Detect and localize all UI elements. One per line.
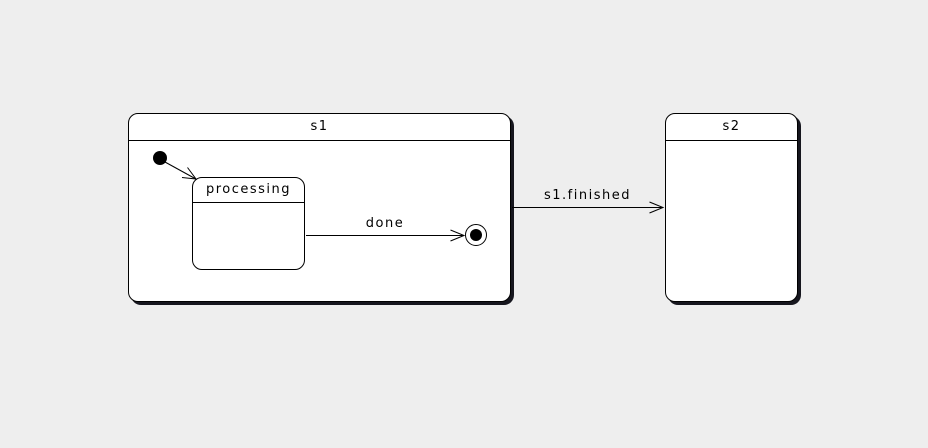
transition-label-s1-finished: s1.finished: [544, 188, 631, 203]
transition-label-done: done: [365, 216, 405, 231]
state-s1-label: s1: [129, 114, 510, 141]
initial-state-icon[interactable]: [153, 151, 167, 165]
transition-processing-to-final[interactable]: [306, 229, 466, 242]
final-state-icon[interactable]: [465, 224, 487, 246]
final-state-inner-dot: [470, 229, 482, 241]
state-s1[interactable]: s1 processing: [128, 113, 511, 302]
transition-initial-to-processing[interactable]: [164, 161, 198, 180]
state-s2[interactable]: s2: [665, 113, 798, 302]
transition-s1-to-s2[interactable]: [512, 201, 665, 214]
state-processing-label: processing: [193, 178, 304, 203]
state-processing[interactable]: processing: [192, 177, 305, 270]
state-s2-label: s2: [666, 114, 797, 141]
